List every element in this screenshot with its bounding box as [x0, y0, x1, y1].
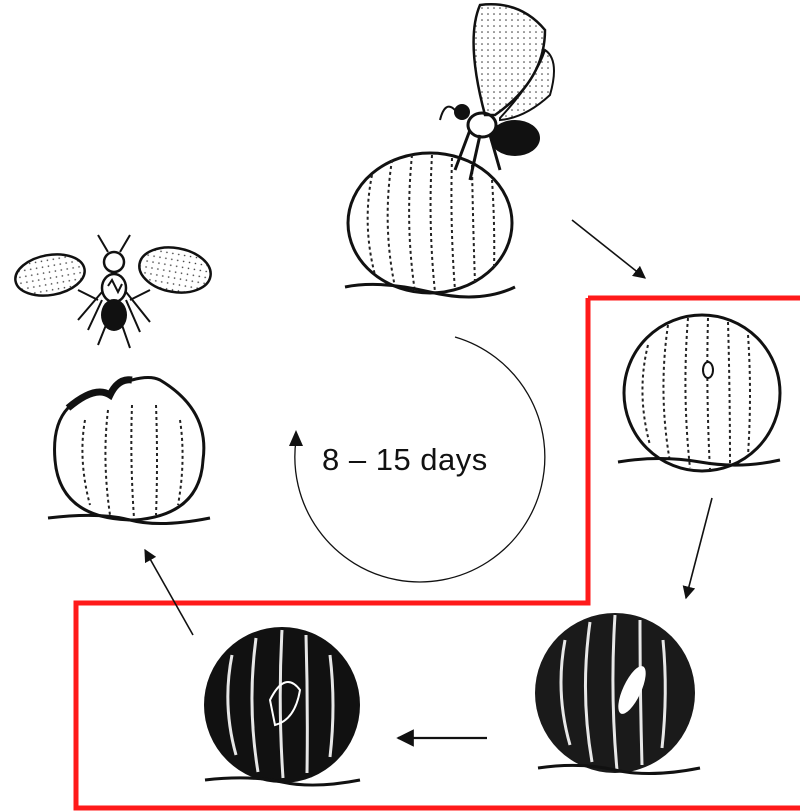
black-egg-with-pupa-icon: [204, 627, 360, 785]
arrow-to-stage-5: [145, 550, 193, 635]
cycle-duration-label: 8 – 15 days: [322, 442, 488, 478]
dark-egg-with-larva-icon: [535, 613, 700, 774]
cycle-arrowhead-icon: [289, 430, 303, 446]
arrow-to-stage-2: [572, 220, 645, 278]
wasp-on-egg-icon: [345, 4, 554, 297]
adult-wasp-icon: [12, 235, 214, 348]
arrow-to-stage-3: [686, 498, 712, 598]
egg-with-small-larva-icon: [618, 315, 780, 471]
egg-with-exit-hole-icon: [48, 378, 210, 524]
